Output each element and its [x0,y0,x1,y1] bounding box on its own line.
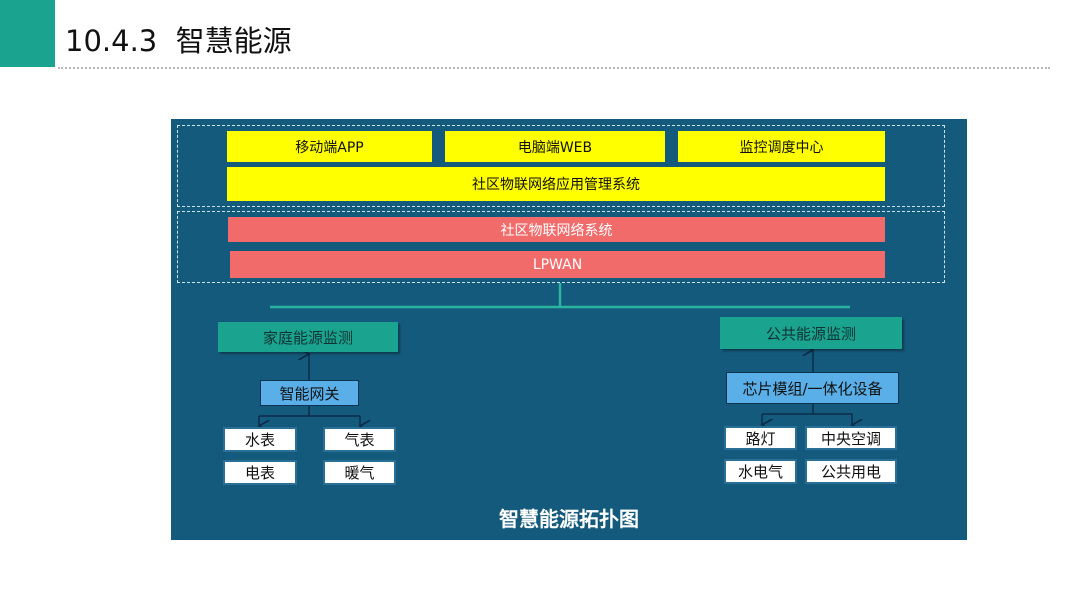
lpwan-node: LPWAN [230,251,885,278]
pc-web-node: 电脑端WEB [445,131,665,162]
page-title: 10.4.3 智慧能源 [65,24,292,58]
home-energy-monitoring-node: 家庭能源监测 [218,322,398,352]
network-layer-frame [177,211,945,283]
water-meter-node: 水表 [223,427,297,452]
title-accent-bar [0,0,55,67]
smart-gateway-node: 智能网关 [260,380,359,406]
title-divider [58,67,1050,69]
public-energy-monitoring-node: 公共能源监测 [720,317,902,349]
mobile-app-node: 移动端APP [227,131,432,162]
gas-meter-node: 气表 [323,427,396,452]
electric-meter-node: 电表 [223,460,297,485]
public-power-node: 公共用电 [805,459,897,484]
diagram-caption: 智慧能源拓扑图 [499,507,639,531]
heating-node: 暖气 [323,460,396,485]
management-platform-node: 社区物联网络应用管理系统 [227,167,885,201]
monitoring-center-node: 监控调度中心 [678,131,885,162]
central-ac-node: 中央空调 [805,426,897,450]
street-light-node: 路灯 [724,426,797,450]
chip-module-node: 芯片模组/一体化设备 [726,372,899,404]
application-layer-frame [177,125,945,207]
iot-network-system-node: 社区物联网络系统 [228,217,885,242]
utilities-node: 水电气 [724,459,797,484]
